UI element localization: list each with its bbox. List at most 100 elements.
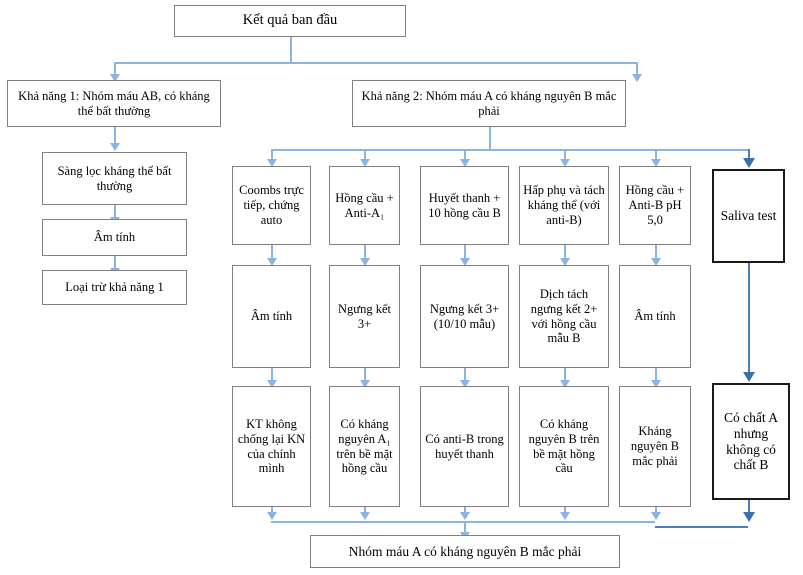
arrow-test-3-to-result-3: [460, 258, 470, 266]
connector-test-2-to-result-2: [364, 245, 366, 260]
box-result-negative-2[interactable]: Âm tính: [619, 265, 691, 368]
box-left-negative[interactable]: Âm tính: [42, 219, 187, 256]
arrow-fan-to-test-4: [560, 159, 570, 167]
box-left-negative-label: Âm tính: [93, 230, 136, 245]
connector-screen-to-negative: [114, 205, 116, 219]
connector-saliva-to-conclusion: [748, 263, 750, 375]
box-possibility-1[interactable]: Khả năng 1: Nhóm máu AB, có kháng thể bấ…: [7, 80, 221, 127]
box-result-agglutination-10of10-label: Ngưng kết 3+ (10/10 mẫu): [429, 301, 500, 331]
box-test-rbc-anti-b-ph5[interactable]: Hồng cầu + Anti-B pH 5,0: [619, 166, 691, 245]
connector-conclusion-5-down: [655, 507, 657, 516]
arrow-conclusion-5-merge: [651, 512, 661, 520]
box-possibility-2-label: Khả năng 2: Nhóm máu A có kháng nguyên B…: [361, 88, 617, 118]
connector-root-to-branch1: [114, 62, 116, 76]
arrow-test-4-to-result-4: [560, 258, 570, 266]
box-test-rbc-anti-a1-label: Hồng cầu + Anti-A₁: [335, 190, 394, 220]
connector-fan-to-test-1: [271, 149, 273, 161]
box-result-agglutination-3plus-label: Ngưng kết 3+: [338, 301, 391, 331]
box-result-negative-2-label: Âm tính: [634, 309, 676, 324]
box-saliva-conclusion[interactable]: Có chất A nhưng không có chất B: [712, 383, 790, 500]
box-possibility-1-label: Khả năng 1: Nhóm máu AB, có kháng thể bấ…: [18, 88, 210, 118]
arrow-branch1-to-screen: [110, 143, 120, 151]
connector-test-4-to-result-4: [564, 245, 566, 260]
arrow-fan-to-test-5: [651, 159, 661, 167]
box-saliva-test[interactable]: Saliva test: [712, 169, 785, 263]
box-test-serum-10-rbc-b[interactable]: Huyết thanh + 10 hồng cầu B: [420, 166, 509, 245]
connector-conclusion-3-down: [464, 507, 466, 516]
box-conclusion-anti-b-in-serum[interactable]: Có anti-B trong huyết thanh: [420, 386, 509, 507]
box-result-negative-1-label: Âm tính: [250, 309, 293, 324]
box-conclusion-anti-b-in-serum-label: Có anti-B trong huyết thanh: [425, 431, 504, 461]
arrow-conclusion-4-merge: [560, 512, 570, 520]
box-conclusion-antigen-a1[interactable]: Có kháng nguyên A₁ trên bề mặt hồng cầu: [329, 386, 400, 507]
box-conclusion-no-self-antibody[interactable]: KT không chống lại KN của chính mình: [232, 386, 311, 507]
box-result-negative-1[interactable]: Âm tính: [232, 265, 311, 368]
box-test-adsorption-elution[interactable]: Hấp phụ và tách kháng thể (với anti-B): [519, 166, 609, 245]
box-conclusion-no-self-antibody-label: KT không chống lại KN của chính mình: [237, 417, 306, 476]
box-antibody-screening[interactable]: Sàng lọc kháng thể bất thường: [42, 152, 187, 205]
box-result-agglutination-10of10[interactable]: Ngưng kết 3+ (10/10 mẫu): [420, 265, 509, 368]
box-test-rbc-anti-b-ph5-label: Hồng cầu + Anti-B pH 5,0: [625, 183, 685, 227]
box-exclude-possibility-1[interactable]: Loại trừ khả năng 1: [42, 270, 187, 305]
connector-test-3-to-result-3: [464, 245, 466, 260]
box-final-diagnosis-label: Nhóm máu A có kháng nguyên B mắc phải: [348, 543, 582, 559]
box-result-eluate-2plus[interactable]: Dịch tách ngưng kết 2+ với hồng cầu mẫu …: [519, 265, 609, 368]
connector-result-5-to-conclusion-5: [655, 368, 657, 382]
connector-saliva-merge-bar: [655, 526, 748, 528]
connector-root-stem: [290, 37, 292, 63]
arrow-result-1-to-conclusion-1: [267, 380, 277, 388]
connector-fan-to-test-3: [464, 149, 466, 161]
box-initial-result-label: Kết quả ban đầu: [242, 12, 338, 29]
box-conclusion-acquired-antigen-b[interactable]: Kháng nguyên B mắc phải: [619, 386, 691, 507]
arrow-result-3-to-conclusion-3: [460, 380, 470, 388]
box-final-diagnosis[interactable]: Nhóm máu A có kháng nguyên B mắc phải: [310, 535, 620, 568]
box-possibility-2[interactable]: Khả năng 2: Nhóm máu A có kháng nguyên B…: [352, 80, 626, 127]
connector-result-3-to-conclusion-3: [464, 368, 466, 382]
box-saliva-conclusion-label: Có chất A nhưng không có chất B: [724, 409, 778, 473]
box-exclude-possibility-1-label: Loại trừ khả năng 1: [65, 280, 164, 295]
connector-fan-to-test-2: [364, 149, 366, 161]
box-test-serum-10-rbc-b-label: Huyết thanh + 10 hồng cầu B: [428, 190, 501, 220]
arrow-result-2-to-conclusion-2: [360, 380, 370, 388]
connector-merge-bar: [271, 521, 655, 523]
connector-root-bar: [114, 62, 637, 64]
arrow-fan-to-test-3: [460, 159, 470, 167]
connector-result-4-to-conclusion-4: [564, 368, 566, 382]
box-conclusion-antigen-b-surface[interactable]: Có kháng nguyên B trên bề mặt hồng cầu: [519, 386, 609, 507]
box-initial-result[interactable]: Kết quả ban đầu: [174, 5, 406, 37]
connector-result-1-to-conclusion-1: [271, 368, 273, 382]
arrow-root-to-branch2: [632, 74, 642, 82]
connector-result-2-to-conclusion-2: [364, 368, 366, 382]
connector-saliva-conclusion-down: [748, 500, 750, 518]
arrow-test-1-to-result-1: [267, 258, 277, 266]
box-test-rbc-anti-a1[interactable]: Hồng cầu + Anti-A₁: [329, 166, 400, 245]
connector-negative-to-exclude: [114, 256, 116, 270]
connector-merge-to-final: [464, 521, 466, 535]
arrow-test-2-to-result-2: [360, 258, 370, 266]
arrow-test-5-to-result-5: [651, 258, 661, 266]
arrow-result-4-to-conclusion-4: [560, 380, 570, 388]
connector-fan-to-test-4: [564, 149, 566, 161]
connector-branch1-to-screen: [114, 127, 116, 145]
arrow-conclusion-1-merge: [267, 512, 277, 520]
connector-branch2-fanbar: [271, 149, 749, 151]
connector-fan-to-test-5: [655, 149, 657, 161]
arrow-fan-to-saliva: [743, 158, 755, 168]
arrow-saliva-to-conclusion: [743, 372, 755, 382]
connector-fan-to-saliva: [748, 149, 750, 161]
box-result-agglutination-3plus[interactable]: Ngưng kết 3+: [329, 265, 400, 368]
arrow-result-5-to-conclusion-5: [651, 380, 661, 388]
box-test-coombs[interactable]: Coombs trực tiếp, chứng auto: [232, 166, 311, 245]
arrow-saliva-conclusion-merge: [743, 512, 755, 522]
arrow-fan-to-test-2: [360, 159, 370, 167]
box-conclusion-acquired-antigen-b-label: Kháng nguyên B mắc phải: [630, 424, 680, 468]
box-conclusion-antigen-a1-label: Có kháng nguyên A₁ trên bề mặt hồng cầu: [336, 417, 393, 476]
connector-conclusion-4-down: [564, 507, 566, 516]
connector-conclusion-2-down: [364, 507, 366, 516]
connector-test-5-to-result-5: [655, 245, 657, 260]
box-antibody-screening-label: Sàng lọc kháng thể bất thường: [57, 163, 172, 193]
box-test-coombs-label: Coombs trực tiếp, chứng auto: [239, 183, 304, 227]
arrow-conclusion-3-merge: [460, 512, 470, 520]
connector-branch2-stem: [489, 127, 491, 150]
